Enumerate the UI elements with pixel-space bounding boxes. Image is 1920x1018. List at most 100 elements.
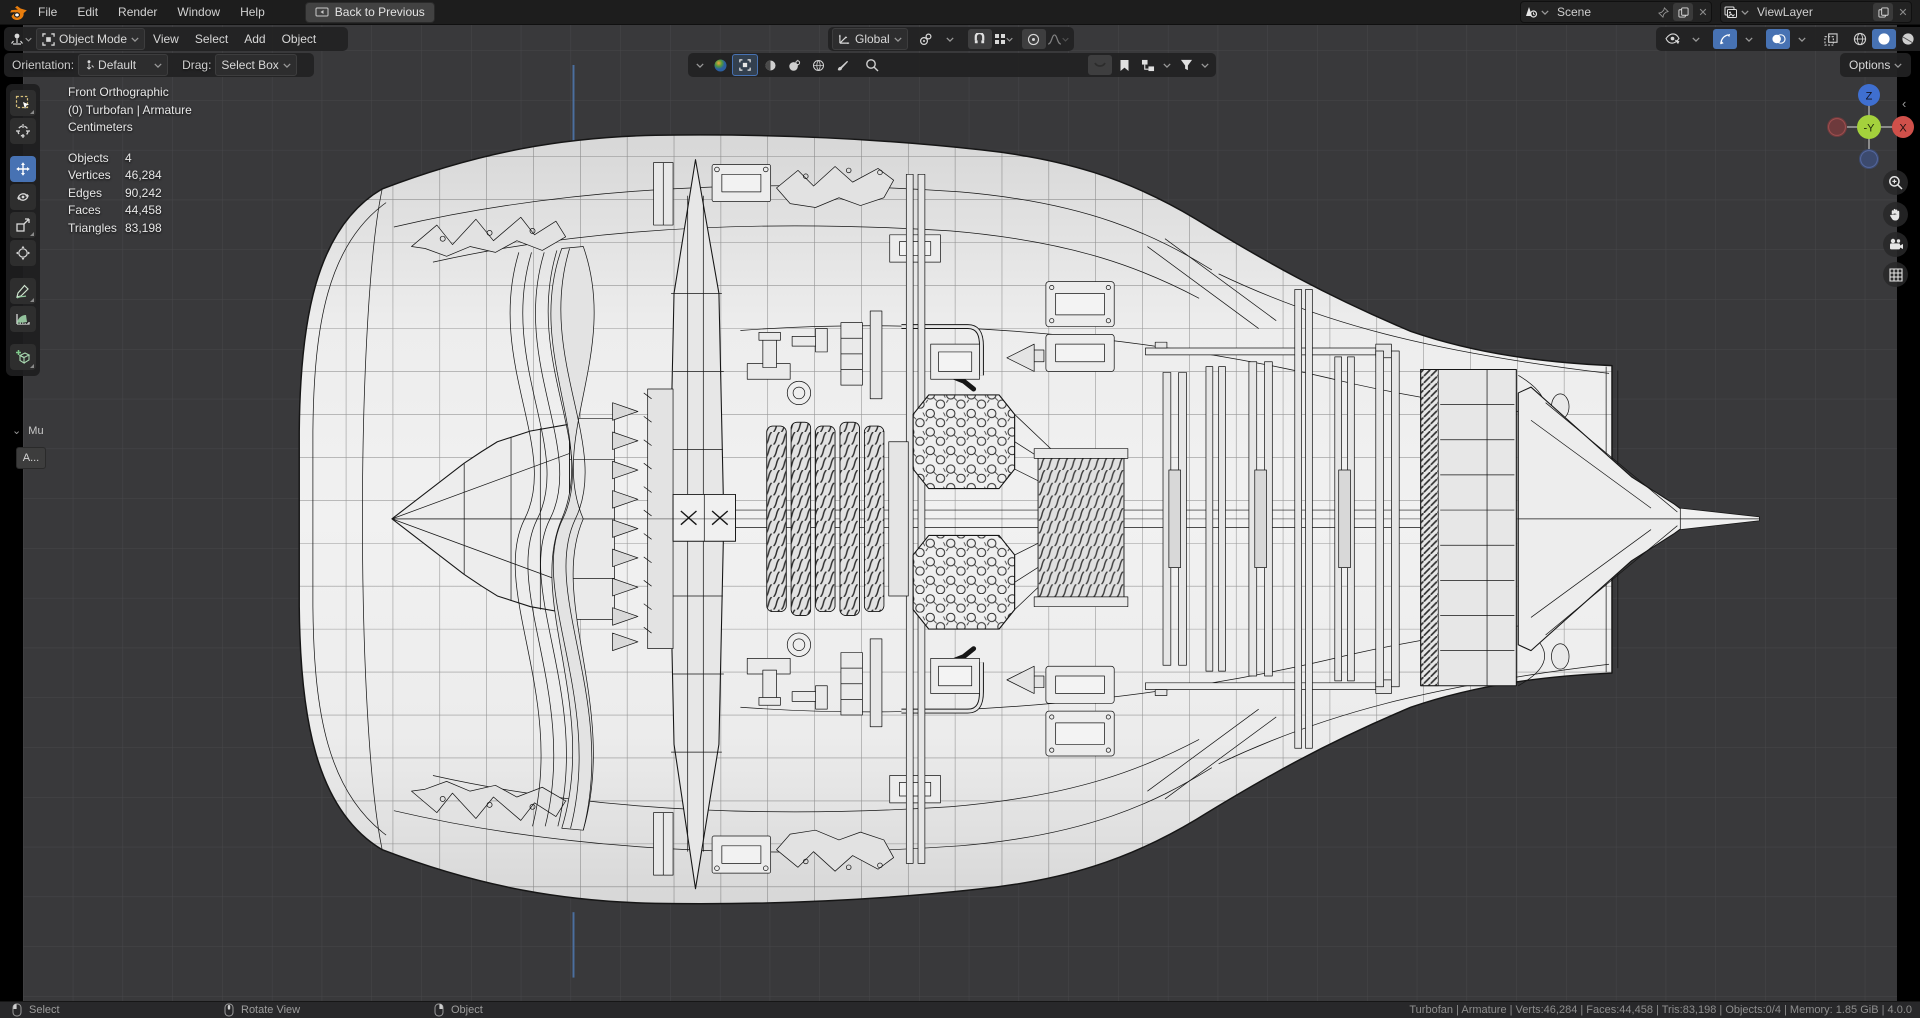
filter-funnel-chevron[interactable] bbox=[1198, 55, 1212, 75]
material-ball-icon[interactable] bbox=[708, 55, 732, 75]
tool-measure[interactable] bbox=[10, 306, 36, 332]
visibility-chevron[interactable] bbox=[1684, 29, 1708, 49]
tool-rotate[interactable] bbox=[10, 184, 36, 210]
axis-x-handle[interactable] bbox=[1892, 116, 1914, 138]
orientation-value: Global bbox=[855, 32, 890, 46]
tool-select-box[interactable] bbox=[10, 90, 36, 116]
axis-minus-z-handle[interactable] bbox=[1859, 149, 1879, 169]
object-mode-filter-button[interactable] bbox=[732, 54, 758, 76]
mu-apply-button[interactable]: A... bbox=[16, 447, 46, 469]
menu-help[interactable]: Help bbox=[240, 5, 265, 19]
unlink-scene-icon[interactable]: ✕ bbox=[1698, 6, 1708, 19]
back-to-previous-button[interactable]: Back to Previous bbox=[304, 1, 435, 23]
menu-window[interactable]: Window bbox=[177, 5, 221, 19]
remove-viewlayer-icon[interactable]: ✕ bbox=[1898, 6, 1908, 19]
search-icon[interactable] bbox=[860, 55, 884, 75]
snap-settings-button[interactable] bbox=[992, 29, 1016, 49]
clay-icon[interactable] bbox=[782, 55, 806, 75]
shading-solid-button[interactable] bbox=[1872, 29, 1896, 49]
chevron-down-icon bbox=[131, 36, 139, 42]
bookmark-icon[interactable] bbox=[1112, 55, 1136, 75]
xray-toggle[interactable] bbox=[1819, 29, 1843, 49]
scene-icon bbox=[1521, 3, 1541, 21]
shading-sphere-icon[interactable] bbox=[758, 55, 782, 75]
options-bar: Options bbox=[1840, 53, 1912, 77]
menu-select[interactable]: Select bbox=[194, 32, 229, 46]
perspective-toggle-button[interactable] bbox=[1883, 262, 1908, 287]
camera-view-button[interactable] bbox=[1883, 232, 1908, 257]
viewlayer-name: ViewLayer bbox=[1757, 5, 1813, 19]
tool-annotate[interactable] bbox=[10, 278, 36, 304]
blender-logo-icon[interactable] bbox=[8, 3, 28, 21]
pan-view-button[interactable] bbox=[1883, 202, 1908, 227]
pivot-point-button[interactable] bbox=[914, 29, 938, 49]
snap-toggle-button[interactable] bbox=[967, 29, 992, 49]
pivot-chevron[interactable] bbox=[938, 29, 962, 49]
tool-cursor[interactable] bbox=[10, 118, 36, 144]
object-visibility-icon[interactable] bbox=[1660, 29, 1684, 49]
shading-wireframe-button[interactable] bbox=[1848, 29, 1872, 49]
turbofan-wireframe bbox=[298, 134, 1760, 905]
filter-funnel-icon[interactable] bbox=[1174, 55, 1198, 75]
filter-collapse-chevron[interactable] bbox=[692, 55, 708, 75]
chevron-down-icon bbox=[1541, 9, 1549, 15]
menu-edit[interactable]: Edit bbox=[77, 5, 99, 19]
transform-orientation-dropdown[interactable]: Global bbox=[832, 28, 908, 50]
nacelle-outline bbox=[298, 134, 1613, 905]
show-overlays-toggle[interactable] bbox=[1766, 29, 1790, 49]
brush-icon[interactable] bbox=[830, 55, 854, 75]
options-button[interactable]: Options bbox=[1844, 55, 1907, 75]
proportional-editing-button[interactable] bbox=[1021, 29, 1046, 49]
tool-add-cube[interactable] bbox=[10, 344, 36, 370]
globe-icon[interactable] bbox=[806, 55, 830, 75]
axis-icon bbox=[86, 60, 95, 70]
menu-view[interactable]: View bbox=[153, 32, 179, 46]
axis-front-handle[interactable] bbox=[1857, 115, 1881, 139]
statusbar-select-hint: Select bbox=[12, 1003, 60, 1017]
statusbar-rotate-hint: Rotate View bbox=[224, 1003, 300, 1017]
overlays-chevron[interactable] bbox=[1790, 29, 1814, 49]
viewlayer-selector[interactable]: ViewLayer ✕ bbox=[1720, 1, 1912, 23]
tool-settings-bar: Orientation: Default Drag: Select Box bbox=[4, 53, 314, 77]
mu-panel-chevron[interactable]: ⌄ bbox=[12, 425, 22, 437]
pin-icon[interactable] bbox=[1653, 3, 1673, 21]
viewport-canvas[interactable] bbox=[0, 24, 1920, 1001]
mouse-right-icon bbox=[434, 1003, 444, 1017]
tool-orientation-dropdown[interactable]: Default bbox=[78, 54, 169, 76]
drag-mode-dropdown[interactable]: Select Box bbox=[215, 54, 297, 76]
display-mode-chevron[interactable] bbox=[1160, 55, 1174, 75]
navigation-gizmo[interactable]: Z X -Y bbox=[1820, 80, 1920, 190]
axis-z-handle[interactable] bbox=[1858, 84, 1880, 106]
units: Centimeters bbox=[68, 120, 133, 134]
mode-selector[interactable]: Object Mode bbox=[36, 28, 146, 50]
display-mode-icon[interactable] bbox=[1136, 55, 1160, 75]
engine-detail-top bbox=[411, 162, 1392, 406]
tool-move[interactable] bbox=[10, 156, 36, 182]
viewlayer-icon bbox=[1721, 3, 1741, 21]
menu-render[interactable]: Render bbox=[118, 5, 158, 19]
editor-type-button[interactable] bbox=[8, 29, 32, 49]
show-gizmo-toggle[interactable] bbox=[1713, 29, 1737, 49]
statusbar-stats: Turbofan | Armature | Verts:46,284 | Fac… bbox=[1409, 1004, 1912, 1016]
sidebar-collapse-arrow[interactable]: ‹ bbox=[1902, 96, 1907, 111]
screen-back-icon bbox=[315, 7, 329, 16]
menu-add[interactable]: Add bbox=[244, 32, 266, 46]
tool-orientation-value: Default bbox=[98, 58, 137, 72]
zoom-view-button[interactable] bbox=[1883, 170, 1908, 195]
menu-file[interactable]: File bbox=[38, 5, 58, 19]
shading-material-button[interactable] bbox=[1896, 29, 1920, 49]
new-viewlayer-icon[interactable] bbox=[1873, 3, 1893, 21]
axis-minus-x-handle[interactable] bbox=[1827, 117, 1847, 137]
scene-selector[interactable]: Scene ✕ bbox=[1520, 1, 1712, 23]
3d-viewport[interactable]: Object Mode View Select Add Object Globa… bbox=[0, 24, 1920, 1001]
tool-scale[interactable] bbox=[10, 212, 36, 238]
display-settings-cluster bbox=[1656, 27, 1920, 51]
tool-transform[interactable] bbox=[10, 240, 36, 266]
statusbar-object-hint: Object bbox=[434, 1003, 483, 1017]
new-scene-icon[interactable] bbox=[1673, 3, 1693, 21]
menu-object[interactable]: Object bbox=[281, 32, 317, 46]
collapse-curve-toggle[interactable] bbox=[1088, 55, 1112, 75]
gizmo-chevron[interactable] bbox=[1737, 29, 1761, 49]
drag-mode-value: Select Box bbox=[221, 58, 279, 72]
proportional-falloff-button[interactable] bbox=[1046, 29, 1070, 49]
